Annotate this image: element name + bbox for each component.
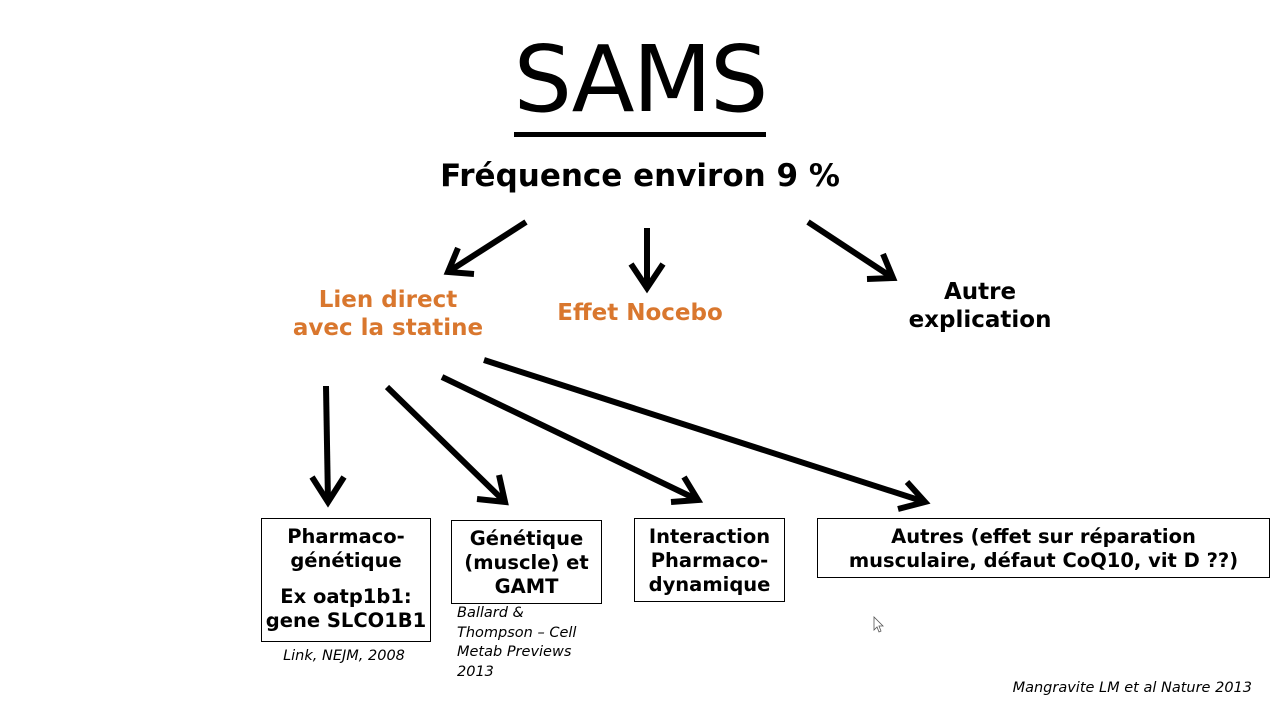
branch-direct-link: Lien direct avec la statine	[270, 286, 506, 342]
box-autres-line1: Autres (effet sur réparation	[891, 525, 1196, 548]
citation-link: Link, NEJM, 2008	[283, 648, 405, 664]
box-interaction-line2: Pharmaco-	[650, 549, 769, 572]
branch-direct-link-line1: Lien direct	[318, 287, 458, 313]
branch-other-line1: Autre	[943, 279, 1017, 305]
arrow-to-direct-link	[443, 219, 528, 277]
box-pharmacogenetique-line2: génétique	[290, 549, 402, 572]
citation-ballard-line3: Metab Previews	[457, 644, 572, 660]
arrow-to-genetique	[384, 384, 509, 506]
box-autres-line2: musculaire, défaut CoQ10, vit D ??)	[848, 549, 1239, 572]
citation-mangravite: Mangravite LM et al Nature 2013	[1012, 680, 1252, 696]
box-genetique: Génétique (muscle) et GAMT	[451, 520, 602, 604]
arrow-to-nocebo	[628, 228, 666, 294]
arrow-to-pharmacogenetique	[309, 385, 347, 508]
slide-title-text: SAMS	[513, 28, 768, 137]
branch-other-line2: explication	[908, 307, 1052, 333]
box-interaction-line3: dynamique	[648, 573, 771, 596]
box-interaction: Interaction Pharmaco- dynamique	[634, 518, 785, 602]
citation-ballard-line1: Ballard &	[457, 605, 524, 621]
arrow-to-other-explanation	[806, 219, 898, 282]
box-genetique-line2: (muscle) et	[464, 551, 589, 574]
box-pharmacogenetique-line3: Ex oatp1b1:	[280, 585, 412, 608]
branch-nocebo: Effet Nocebo	[557, 300, 723, 326]
box-interaction-line1: Interaction	[648, 525, 771, 548]
arrow-to-autres	[483, 357, 931, 512]
branch-other-explanation: Autre explication	[880, 278, 1080, 334]
box-genetique-line1: Génétique	[469, 527, 584, 550]
box-pharmacogenetique-line1: Pharmaco-	[287, 525, 405, 548]
arrow-to-interaction	[440, 374, 704, 505]
citation-ballard-line4: 2013	[457, 663, 494, 680]
box-pharmacogenetique-line4: gene SLCO1B1	[265, 609, 427, 632]
branch-direct-link-line2: avec la statine	[292, 315, 484, 341]
mouse-cursor-icon	[873, 616, 884, 633]
box-genetique-line3: GAMT	[494, 575, 559, 598]
citation-ballard: Ballard & Thompson – Cell Metab Previews…	[457, 604, 617, 682]
citation-ballard-line2: Thompson – Cell	[457, 624, 577, 641]
slide-subtitle: Fréquence environ 9 %	[440, 158, 840, 194]
box-pharmacogenetique: Pharmaco- génétique Ex oatp1b1: gene SLC…	[261, 518, 431, 642]
box-autres: Autres (effet sur réparation musculaire,…	[817, 518, 1270, 578]
slide-title: SAMS	[0, 28, 1280, 137]
